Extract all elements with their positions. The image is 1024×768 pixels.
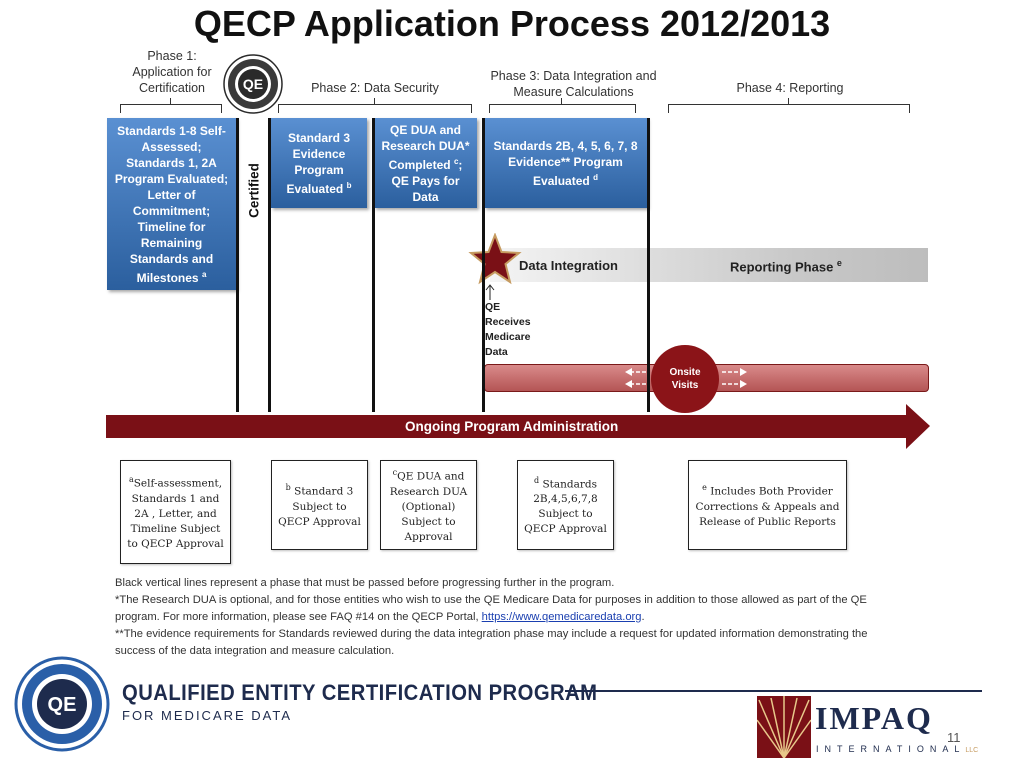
- phase-1-box-text: Standards 1-8 Self-Assessed; Standards 1…: [114, 123, 229, 285]
- phase-3-label: Phase 3: Data Integration and Measure Ca…: [490, 69, 657, 99]
- data-integration-bar: [490, 248, 928, 282]
- phase-1-box: Standards 1-8 Self-Assessed; Standards 1…: [107, 118, 236, 290]
- impaq-wordmark: IMPAQ: [815, 700, 933, 736]
- phase-2-standard-3-box: Standard 3 Evidence Program Evaluated b: [271, 118, 367, 208]
- phase-3-bracket: [489, 104, 636, 113]
- footnote-evidence-requirements: **The evidence requirements for Standard…: [115, 628, 868, 657]
- qualified-entity-seal-icon: QE: [14, 656, 110, 752]
- footnote-research-dua: *The Research DUA is optional, and for t…: [115, 594, 867, 623]
- phase-1-label: Phase 1: Application for Certification: [132, 49, 212, 95]
- up-arrow-icon: [485, 284, 495, 300]
- banner-divider: [565, 690, 982, 692]
- qe-receives-medicare-data: QE Receives Medicare Data: [485, 301, 531, 358]
- standard-3-box-text: Standard 3 Evidence Program Evaluated b: [286, 130, 352, 196]
- phase-2-bracket-tick: [374, 98, 376, 104]
- note-b-box: b Standard 3 Subject to QECP Approval: [271, 460, 368, 550]
- international-wordmark: INTERNATIONALLLC: [816, 744, 979, 754]
- ongoing-program-administration-label: Ongoing Program Administration: [405, 419, 619, 434]
- qualified-entity-seal-text: QE: [48, 694, 77, 716]
- program-name: QUALIFIED ENTITY CERTIFICATION PROGRAM: [122, 680, 598, 705]
- note-e-text: e Includes Both Provider Corrections & A…: [695, 483, 840, 528]
- phase-4-label: Phase 4: Reporting: [736, 81, 844, 95]
- phase-2-dua-box: QE DUA and Research DUA* Completed c; QE…: [374, 118, 477, 208]
- reporting-phase-label: Reporting Phase e: [730, 258, 842, 275]
- phase-2-label: Phase 2: Data Security: [311, 81, 439, 95]
- note-a-text: aSelf-assessment, Standards 1 and 2A , L…: [127, 475, 224, 550]
- right-arrows-icon: [722, 368, 747, 388]
- certified-label: Certified: [246, 163, 262, 218]
- phase-4-bracket: [668, 104, 910, 113]
- program-subtitle: FOR MEDICARE DATA: [122, 708, 293, 723]
- qe-seal-text: QE: [243, 76, 263, 92]
- note-c-box: cQE DUA and Research DUA (Optional) Subj…: [380, 460, 477, 550]
- phase-4-bracket-tick: [788, 98, 790, 104]
- phase-gate-line-1: [236, 118, 239, 412]
- page-title: QECP Application Process 2012/2013: [193, 3, 831, 44]
- phase-gate-line-2: [268, 118, 271, 412]
- note-c-text: cQE DUA and Research DUA (Optional) Subj…: [389, 468, 468, 543]
- footnote-vertical-lines: Black vertical lines represent a phase t…: [115, 577, 615, 589]
- note-e-box: e Includes Both Provider Corrections & A…: [688, 460, 847, 550]
- phase-2-bracket: [278, 104, 472, 113]
- phase-gate-line-3: [372, 118, 375, 412]
- qe-seal-icon: QE: [223, 54, 283, 114]
- ongoing-program-administration-arrow: [106, 404, 930, 449]
- note-d-box: d Standards 2B,4,5,6,7,8 Subject to QECP…: [517, 460, 614, 550]
- note-b-text: b Standard 3 Subject to QECP Approval: [278, 483, 361, 528]
- note-a-box: aSelf-assessment, Standards 1 and 2A , L…: [120, 460, 231, 564]
- footnotes: Black vertical lines represent a phase t…: [115, 575, 885, 660]
- milestone-star-icon: [468, 233, 522, 285]
- impaq-logo-icon: [757, 696, 811, 758]
- page-number: 11: [947, 730, 961, 745]
- left-arrows-icon: [625, 368, 650, 388]
- phase-1-bracket-tick: [170, 98, 172, 104]
- note-d-text: d Standards 2B,4,5,6,7,8 Subject to QECP…: [524, 475, 607, 536]
- data-integration-label: Data Integration: [519, 258, 618, 273]
- phase-gate-line-4: [482, 118, 485, 412]
- phase-3-standards-box: Standards 2B, 4, 5, 6, 7, 8 Evidence** P…: [484, 118, 647, 208]
- dua-box-text: QE DUA and Research DUA* Completed c; QE…: [381, 122, 470, 204]
- phase-3-box-text: Standards 2B, 4, 5, 6, 7, 8 Evidence** P…: [493, 138, 638, 188]
- qecp-portal-link[interactable]: https://www.qemedicaredata.org: [481, 611, 642, 623]
- phase-gate-line-5: [647, 118, 650, 412]
- phase-3-bracket-tick: [561, 98, 563, 104]
- phase-1-bracket: [120, 104, 222, 113]
